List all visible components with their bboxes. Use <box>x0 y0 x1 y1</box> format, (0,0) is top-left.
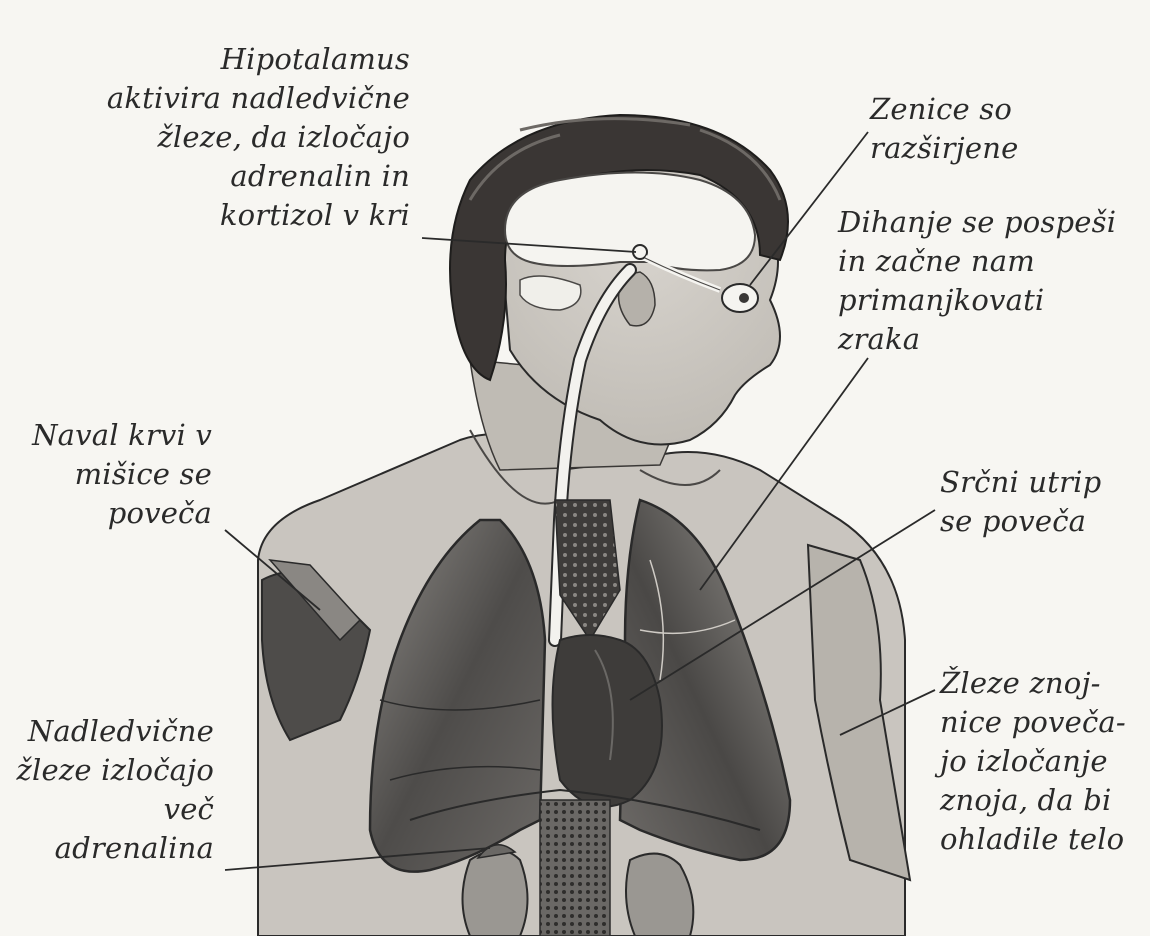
label-adrenal: Nadledvične žleze izločajo več adrenalin… <box>0 712 214 868</box>
label-heart-rate: Srčni utrip se poveča <box>940 463 1140 541</box>
label-breathing: Dihanje se pospeši in začne nam primanjk… <box>838 203 1148 359</box>
label-sweat: Žleze znoj- nice poveča- jo izločanje zn… <box>940 664 1145 859</box>
descending-aorta <box>540 800 610 936</box>
heart <box>553 635 663 807</box>
left-kidney <box>463 850 528 936</box>
label-blood-flow: Naval krvi v mišice se poveča <box>0 416 212 533</box>
label-pupils: Zenice so razširjene <box>870 90 1130 168</box>
brain <box>505 173 755 271</box>
label-hypothalamus: Hipotalamus aktivira nadledvične žleze, … <box>20 40 410 235</box>
